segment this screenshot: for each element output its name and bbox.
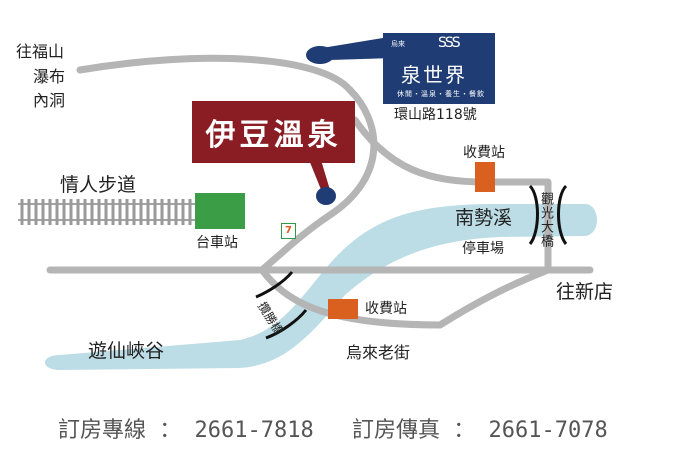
guanguang-bridge-symbol: [528, 184, 568, 245]
toll-station-top-marker: [475, 162, 495, 192]
label-yuxian-canyon: 遊仙峽谷: [88, 340, 165, 362]
road-main-curve: [258, 86, 378, 274]
label-fushan: 往福山: [16, 42, 65, 61]
label-nanshi-creek: 南勢溪: [455, 207, 513, 229]
label-waterfall: 瀑布: [33, 67, 66, 86]
label-toll-station-top: 收費站: [463, 145, 505, 161]
trolley-station-marker: [195, 193, 245, 229]
label-address: 環山路118號: [394, 107, 477, 123]
label-to-xindian: 往新店: [556, 281, 614, 303]
road-north: [76, 54, 354, 94]
road-old-street: [258, 266, 552, 329]
brand-small-text: 烏來: [391, 40, 405, 48]
railway: [18, 199, 195, 225]
toll-station-bottom-marker: [328, 299, 358, 319]
brand-name: 泉世界: [401, 63, 467, 87]
brand-tagline: 休閒・溫泉・養生・餐飲: [397, 90, 485, 98]
label-trolley-station: 台車站: [196, 235, 238, 251]
brand-location-pin: [306, 36, 395, 64]
booking-phone: 訂房專線 ： 2661-7818: [58, 418, 314, 443]
label-lovers-trail: 情人步道: [60, 174, 137, 196]
lansheng-bridge-symbol: [255, 271, 308, 340]
convenience-store-icon: 7: [281, 223, 296, 239]
label-neidong: 內洞: [33, 91, 66, 110]
label-guanguang-bridge: 觀光大橋: [538, 192, 553, 248]
brand-logo: 烏來 SSS 泉世界 休閒・溫泉・養生・餐飲: [383, 33, 495, 104]
steam-icon: SSS: [438, 35, 461, 51]
label-toll-station-bottom: 收費站: [365, 301, 407, 317]
map-title: 伊豆溫泉: [192, 101, 355, 163]
river: [45, 204, 598, 370]
booking-fax: 訂房傳真 ： 2661-7078: [352, 418, 608, 443]
label-parking: 停車場: [462, 241, 504, 257]
label-wulai-old-street: 烏來老街: [346, 343, 411, 362]
